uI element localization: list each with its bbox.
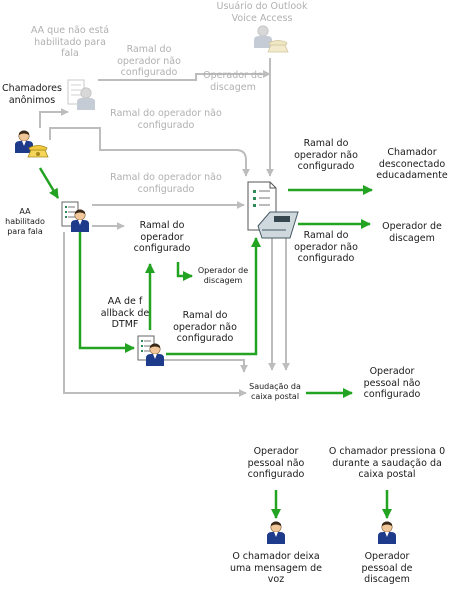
- op-dial-right-label: Operador de discagem: [382, 221, 442, 244]
- ext-op-to-op-dial-edge: [176, 262, 193, 281]
- anon-to-aa-speech-edge: [38, 167, 60, 199]
- aa-speech-label: AA habilitado para fala: [5, 207, 45, 236]
- caller-disconnected-label: Chamador desconectado educadamente: [376, 147, 448, 181]
- anonymous-caller-telephone-icon: [27, 145, 49, 158]
- leave-voice-message-label: O chamador deixa uma mensagem de voz: [229, 551, 323, 585]
- ext-op-top-label: Ramal do operador não configurado: [117, 44, 181, 78]
- ext-op-aa-label: Ramal do operador configurado: [133, 220, 191, 254]
- personal-operator-person-icon: [377, 521, 397, 545]
- personal-op-right-label: Operador pessoal não configurado: [363, 366, 421, 400]
- personal-op-dial-label: Operador pessoal de discagem: [361, 551, 413, 585]
- grey-flow-lines: [39, 58, 290, 397]
- dtmf-to-server-edge: [166, 237, 261, 356]
- anon-to-aa-grey-edge: [39, 108, 69, 128]
- mailbox-greeting-label: Saudação da caixa postal: [249, 382, 301, 401]
- aa-speech-to-greeting-edge: [63, 232, 247, 397]
- dtmf-to-greeting-edge: [160, 359, 248, 373]
- anonymous-callers-label: Chamadores anônimos: [2, 83, 62, 106]
- aa-grey-to-op-dial-edge: [98, 70, 271, 81]
- ova-user-person-icon: [253, 25, 273, 49]
- ext-op-grey-2-label: Ramal do operador não configurado: [110, 108, 222, 131]
- dtmf-fallback-label: AA de f allback de DTMF: [100, 296, 150, 330]
- aa-not-speech-label: AA que não está habilitado para fala: [30, 25, 110, 59]
- green-flow-lines: [38, 167, 392, 519]
- caller-presses-zero-label: O chamador pressiona 0 durante a saudaçã…: [328, 446, 446, 480]
- ext-op-green-main-label: Ramal do operador não configurado: [294, 138, 358, 172]
- op-dial-aa-label: Operador de discagem: [197, 266, 249, 285]
- voicemail-caller-person-icon: [266, 521, 286, 545]
- anon-to-server-grey-edge: [49, 127, 250, 177]
- aa-speech-to-dtmf-edge: [78, 232, 135, 353]
- ova-user-telephone-icon: [267, 40, 289, 53]
- ext-op-dtmf-label: Ramal do operador não configurado: [173, 310, 237, 344]
- op-dial-grey-label: Operador de discagem: [203, 70, 263, 93]
- ext-op-green-lower-label: Ramal do operador não configurado: [294, 230, 358, 264]
- personal-op-left-label: Operador pessoal não configurado: [247, 446, 305, 480]
- ext-op-grey-3-label: Ramal do operador não configurado: [110, 172, 222, 195]
- server-phone-icon: [247, 181, 299, 239]
- ova-user-label: Usuário do Outlook Voice Access: [216, 1, 308, 24]
